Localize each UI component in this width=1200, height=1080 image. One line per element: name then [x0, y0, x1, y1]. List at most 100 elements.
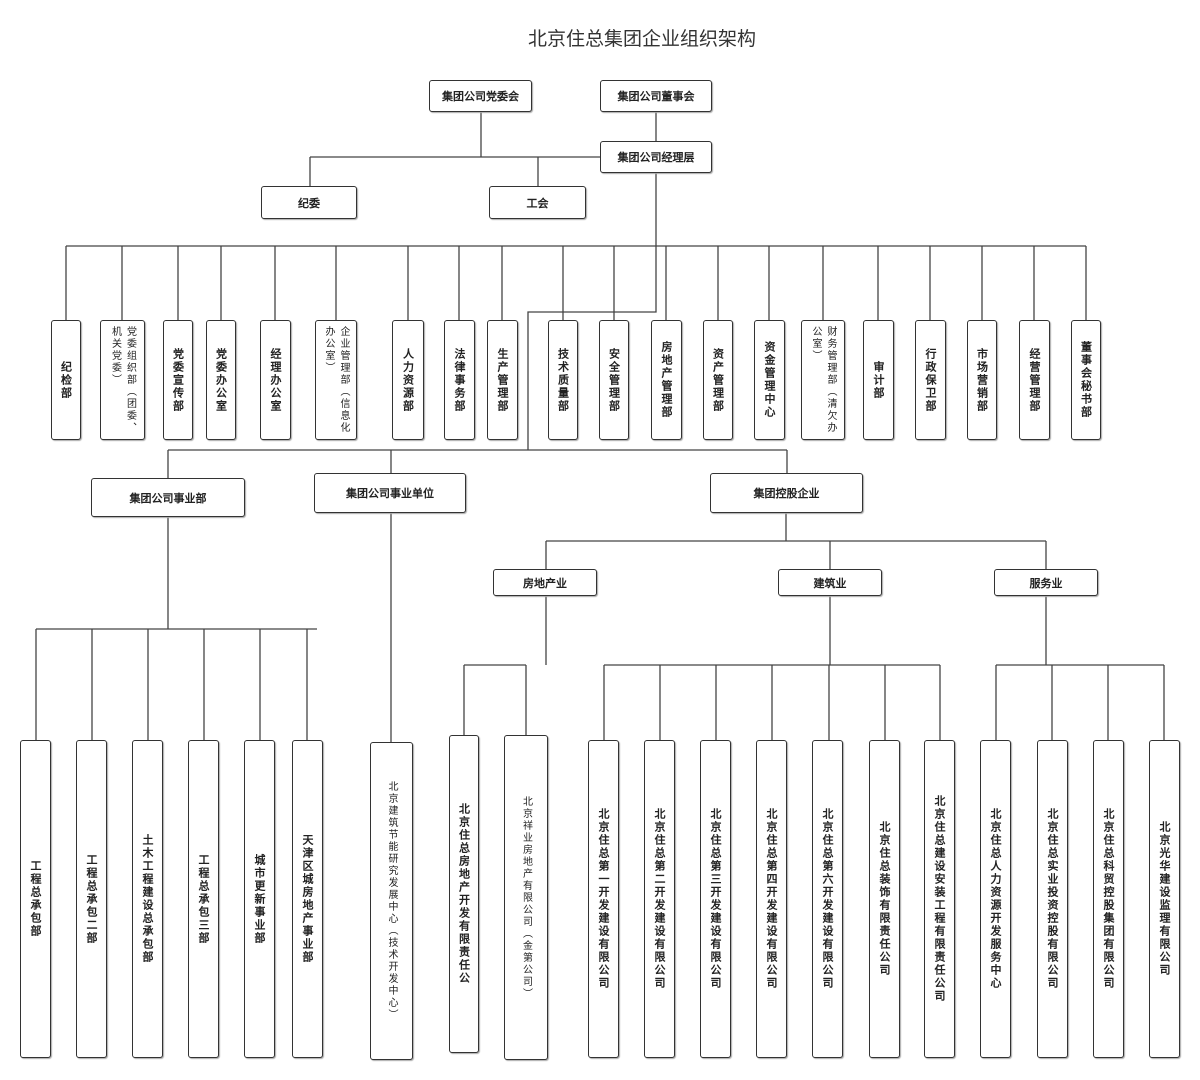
construction-company-box: 北京住总第三开发建设有限公司	[700, 740, 731, 1058]
business-division-box: 城市更新事业部	[244, 740, 275, 1058]
box-label: 天津区城房地产事业部	[301, 834, 314, 964]
service-company-box: 北京住总人力资源开发服务中心	[980, 740, 1011, 1058]
box-label: 企业管理部（信息化办公室）	[323, 325, 349, 434]
sector-construction-box: 建筑业	[778, 569, 882, 596]
department-box: 党委组织部（团委、机关党委）	[100, 320, 145, 440]
discipline-committee-box: 纪委	[261, 186, 357, 219]
box-label: 北京住总第一开发建设有限公司	[597, 808, 610, 990]
box-label: 党委宣传部	[171, 347, 185, 413]
party-committee-box: 集团公司党委会	[429, 80, 532, 112]
department-box: 财务管理部（清欠办公室）	[801, 320, 845, 440]
box-label: 市场营销部	[975, 347, 989, 413]
box-label: 土木工程建设总承包部	[141, 834, 154, 964]
box-label: 房地产业	[523, 576, 567, 590]
department-box: 企业管理部（信息化办公室）	[315, 320, 357, 440]
box-label: 工程总承包部	[29, 860, 42, 938]
box-label: 集团公司事业单位	[346, 487, 434, 500]
box-label: 集团公司党委会	[442, 90, 519, 103]
service-company-box: 北京住总实业投资控股有限公司	[1037, 740, 1068, 1058]
box-label: 北京住总建设安装工程有限责任公司	[933, 795, 946, 1003]
box-label: 集团公司董事会	[617, 90, 695, 103]
construction-company-box: 北京住总第二开发建设有限公司	[644, 740, 675, 1058]
construction-company-box: 北京住总装饰有限责任公司	[869, 740, 900, 1058]
department-box: 市场营销部	[967, 320, 997, 440]
construction-company-box: 北京住总第一开发建设有限公司	[588, 740, 619, 1058]
department-box: 法律事务部	[444, 320, 475, 440]
box-label: 北京住总第六开发建设有限公司	[821, 808, 834, 990]
box-label: 财务管理部（清欠办公室）	[810, 325, 836, 434]
box-label: 北京住总实业投资控股有限公司	[1046, 808, 1059, 990]
business-division-box: 天津区城房地产事业部	[292, 740, 323, 1058]
real-estate-company-box: 北京住总房地产开发有限责任公	[449, 735, 479, 1053]
construction-company-box: 北京住总第六开发建设有限公司	[812, 740, 843, 1058]
service-company-box: 北京住总科贸控股集团有限公司	[1093, 740, 1124, 1058]
department-box: 经营管理部	[1019, 320, 1050, 440]
business-divisions-box: 集团公司事业部	[91, 478, 245, 517]
sector-real-estate-box: 房地产业	[493, 569, 597, 596]
department-box: 房地产管理部	[651, 320, 682, 440]
box-label: 北京住总人力资源开发服务中心	[989, 808, 1002, 990]
box-label: 技术质量部	[556, 347, 570, 413]
department-box: 生产管理部	[487, 320, 518, 440]
holdings-box: 集团控股企业	[710, 473, 863, 513]
chart-title: 北京住总集团企业组织架构	[527, 28, 756, 50]
department-box: 人力资源部	[392, 320, 424, 440]
box-label: 北京住总科贸控股集团有限公司	[1102, 808, 1115, 990]
box-label: 审计部	[872, 360, 885, 400]
box-label: 城市更新事业部	[253, 853, 266, 945]
box-label: 北京住总装饰有限责任公司	[878, 821, 891, 977]
box-label: 建筑业	[813, 576, 847, 590]
institution-box: 北京建筑节能研究发展中心（技术开发中心）	[370, 742, 413, 1060]
box-label: 行政保卫部	[924, 347, 937, 413]
management-box: 集团公司经理层	[600, 141, 712, 173]
box-label: 北京住总房地产开发有限责任公	[457, 803, 471, 985]
business-division-box: 工程总承包二部	[76, 740, 107, 1058]
box-label: 纪检部	[59, 360, 73, 400]
box-label: 人力资源部	[401, 347, 415, 413]
department-box: 资金管理中心	[754, 320, 785, 440]
box-label: 北京住总第三开发建设有限公司	[709, 808, 722, 990]
institutions-box: 集团公司事业单位	[314, 473, 466, 513]
department-box: 经理办公室	[260, 320, 291, 440]
department-box: 党委办公室	[206, 320, 236, 440]
business-division-box: 土木工程建设总承包部	[132, 740, 163, 1058]
box-label: 生产管理部	[496, 347, 509, 413]
box-label: 经营管理部	[1028, 347, 1041, 413]
department-box: 董事会秘书部	[1071, 320, 1101, 440]
box-label: 工程总承包二部	[85, 853, 98, 945]
real-estate-company-box: 北京祥业房地产有限公司（金第公司）	[504, 735, 548, 1060]
box-label: 党委组织部（团委、机关党委）	[109, 325, 136, 434]
box-label: 北京祥业房地产有限公司（金第公司）	[520, 795, 532, 1000]
department-box: 行政保卫部	[915, 320, 946, 440]
business-division-box: 工程总承包三部	[188, 740, 219, 1058]
department-box: 资产管理部	[703, 320, 733, 440]
box-label: 北京住总第四开发建设有限公司	[765, 808, 778, 990]
box-label: 安全管理部	[607, 347, 621, 413]
box-label: 北京住总第二开发建设有限公司	[653, 808, 666, 990]
department-box: 技术质量部	[548, 320, 578, 440]
department-box: 审计部	[863, 320, 894, 440]
box-label: 服务业	[1029, 576, 1063, 590]
box-label: 集团控股企业	[753, 487, 820, 500]
box-label: 纪委	[298, 196, 320, 210]
box-label: 资产管理部	[711, 347, 725, 413]
department-box: 安全管理部	[599, 320, 629, 440]
department-box: 纪检部	[51, 320, 81, 440]
box-label: 党委办公室	[214, 347, 228, 413]
construction-company-box: 北京住总建设安装工程有限责任公司	[924, 740, 955, 1058]
box-label: 集团公司经理层	[617, 151, 695, 164]
service-company-box: 北京光华建设监理有限公司	[1149, 740, 1180, 1058]
box-label: 集团公司事业部	[129, 491, 207, 505]
box-label: 北京光华建设监理有限公司	[1158, 821, 1171, 977]
board-of-directors-box: 集团公司董事会	[600, 80, 712, 112]
box-label: 工程总承包三部	[197, 853, 210, 945]
box-label: 工会	[526, 196, 549, 210]
box-label: 房地产管理部	[660, 341, 673, 419]
box-label: 法律事务部	[453, 347, 466, 413]
box-label: 北京建筑节能研究发展中心（技术开发中心）	[386, 781, 397, 1021]
trade-union-box: 工会	[489, 186, 586, 219]
box-label: 经理办公室	[269, 347, 282, 413]
sector-services-box: 服务业	[994, 569, 1098, 596]
business-division-box: 工程总承包部	[20, 740, 51, 1058]
